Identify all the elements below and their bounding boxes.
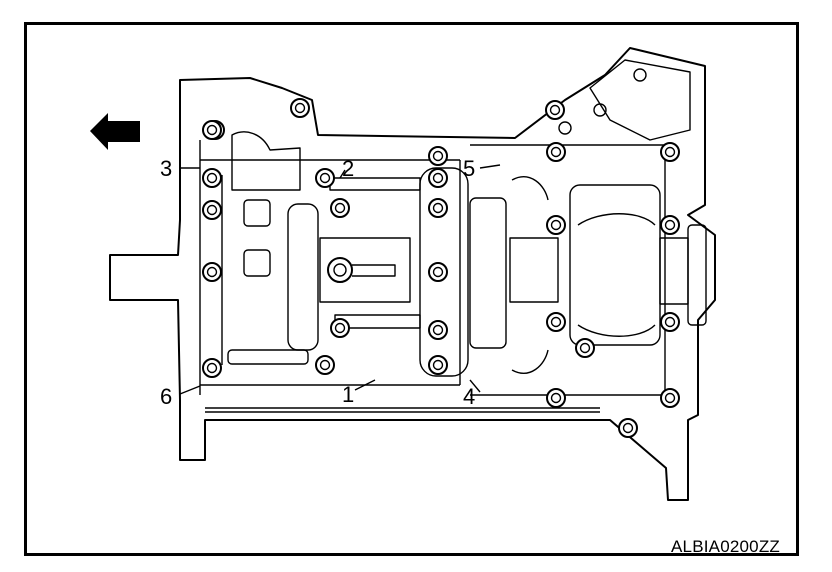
bolt-head [546, 388, 566, 408]
bolt-hole [432, 359, 444, 371]
callout-2: 2 [342, 156, 354, 181]
bolt-head [660, 215, 680, 235]
bolt-hole [319, 172, 331, 184]
figure-frame [24, 22, 799, 556]
bolt-hole [319, 359, 331, 371]
bolt-head [428, 168, 448, 188]
bolt-head [428, 320, 448, 340]
callout-4: 4 [463, 384, 475, 409]
bolt-head [330, 198, 350, 218]
bolt-head [330, 318, 350, 338]
bolt-head [618, 418, 638, 438]
bolt-head [660, 388, 680, 408]
bolt-head [428, 262, 448, 282]
bolt-head [575, 338, 595, 358]
figure-code: ALBIA0200ZZ [671, 537, 780, 556]
bolt-hole [550, 146, 562, 158]
bolt-hole [664, 219, 676, 231]
bolt-head [202, 200, 222, 220]
bolt-hole [334, 322, 346, 334]
bolt-hole [206, 172, 218, 184]
bolt-hole [550, 219, 562, 231]
bolt-head [428, 146, 448, 166]
bolt-hole [550, 392, 562, 404]
bolt-hole [432, 324, 444, 336]
bolt-head [428, 355, 448, 375]
bolt-head [315, 355, 335, 375]
bolt-hole [622, 422, 634, 434]
callout-3: 3 [160, 156, 172, 181]
front-arrow-icon [90, 113, 140, 150]
bolt-head [202, 262, 222, 282]
bolt-head [545, 100, 565, 120]
bolt-hole [206, 266, 218, 278]
bolt-head [202, 168, 222, 188]
bolt-hole [334, 202, 346, 214]
bolt-hole [664, 146, 676, 158]
callout-1: 1 [342, 382, 354, 407]
bolt-head [290, 98, 310, 118]
bolt-head [546, 142, 566, 162]
bolt-head [546, 215, 566, 235]
bolt-head [428, 198, 448, 218]
bolt-hole [206, 204, 218, 216]
bolt-head [202, 120, 222, 140]
bolt-hole [549, 104, 561, 116]
bolt-hole [206, 362, 218, 374]
bolt-head [315, 168, 335, 188]
bolt-head [660, 312, 680, 332]
bolt-hole [432, 172, 444, 184]
bolt-hole [432, 150, 444, 162]
bolt-head [546, 312, 566, 332]
bolt-head [202, 358, 222, 378]
bolt-hole [664, 316, 676, 328]
cylinder-block-outline [109, 47, 716, 501]
bolt-hole [294, 102, 306, 114]
bolt-hole [550, 316, 562, 328]
bolt-head [660, 142, 680, 162]
bolt-hole [579, 342, 591, 354]
bolt-hole [664, 392, 676, 404]
callout-5: 5 [463, 156, 475, 181]
bolt-hole [432, 266, 444, 278]
callout-6: 6 [160, 384, 172, 409]
bolt-hole [206, 124, 218, 136]
bolt-group [202, 98, 680, 438]
bolt-hole [432, 202, 444, 214]
